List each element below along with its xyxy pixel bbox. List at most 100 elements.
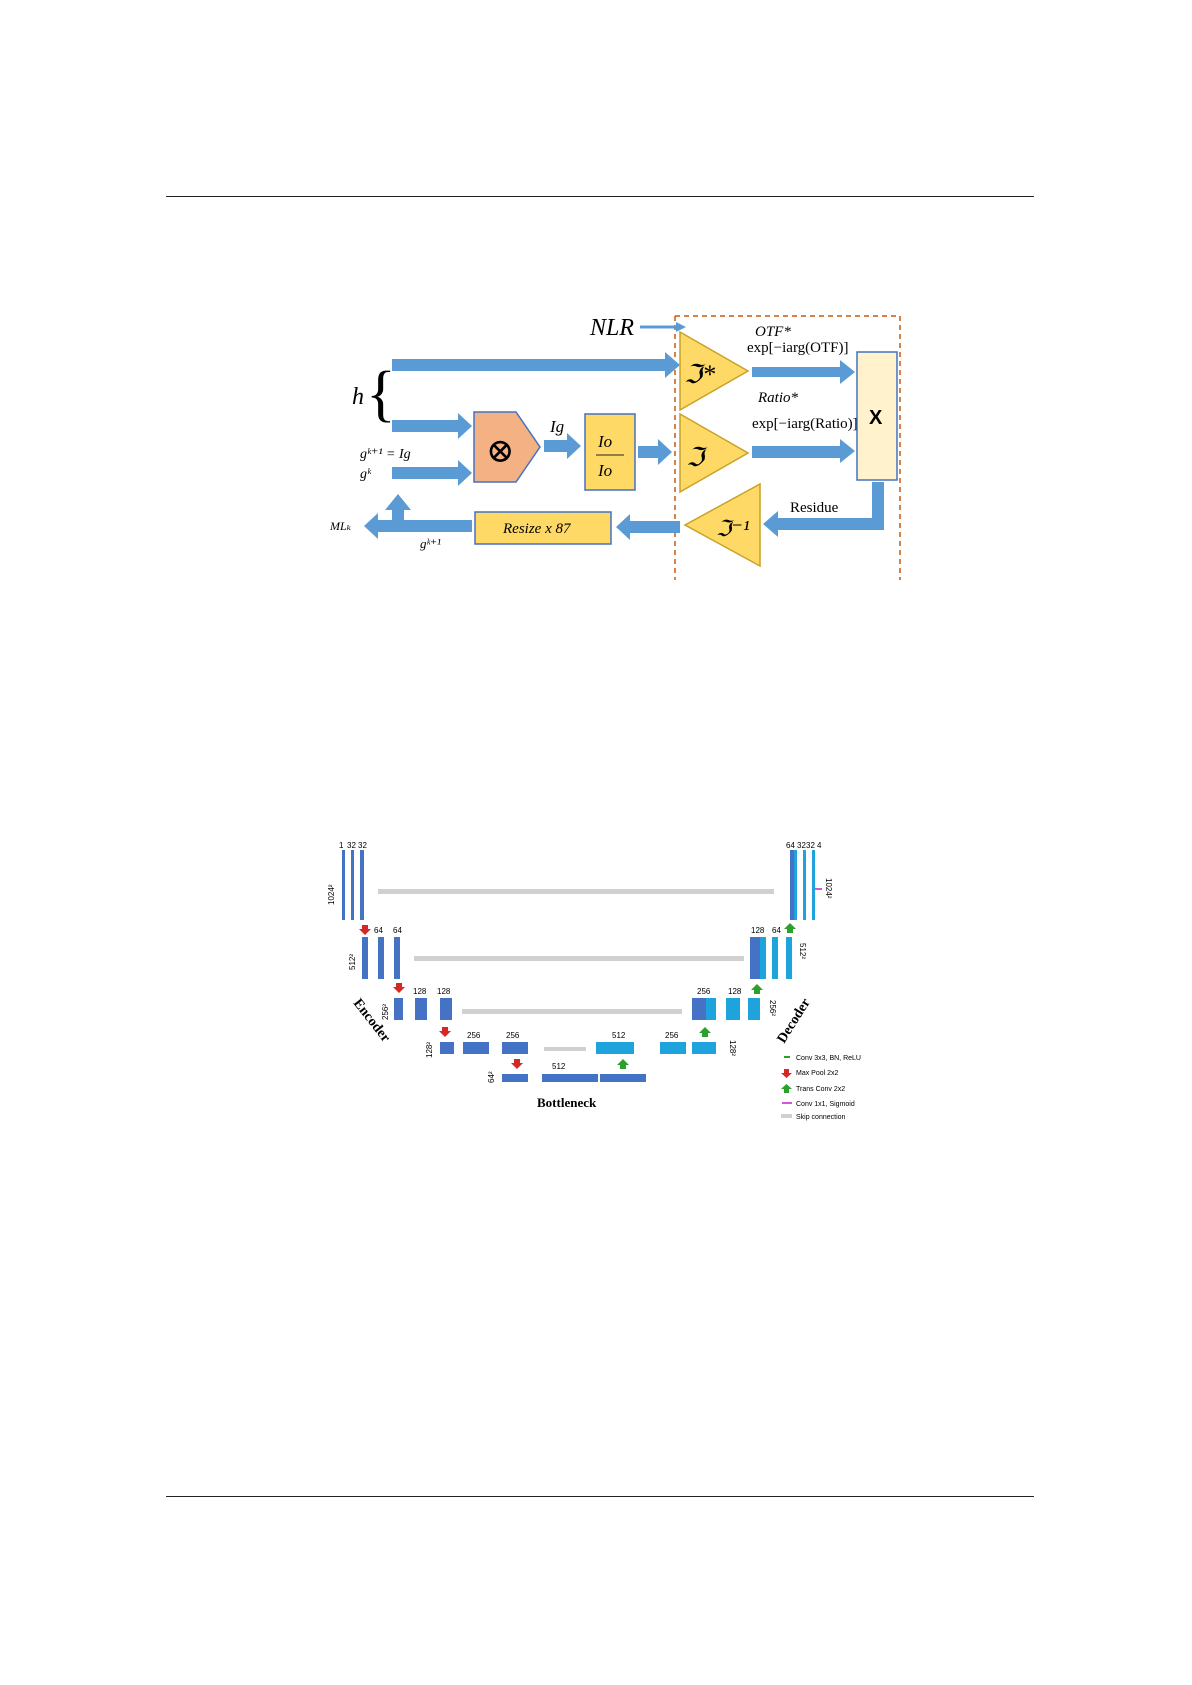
- dec1-ch-2: 32: [797, 841, 806, 850]
- enc2-ch-2: 64: [393, 926, 402, 935]
- bottleneck-label: Bottleneck: [537, 1095, 597, 1110]
- arrow-resize-to-output: [364, 513, 472, 539]
- dec1-ch-4: 4: [817, 841, 822, 850]
- enc3-block-3: [440, 998, 452, 1020]
- enc1-ch-1: 1: [339, 841, 344, 850]
- enc4-block-1: [440, 1042, 454, 1054]
- arrow-f-to-x: [752, 439, 855, 463]
- enc2-ch-1: 64: [374, 926, 383, 935]
- enc4-ch-2: 256: [506, 1031, 520, 1040]
- enc-maxpool-2: [393, 983, 405, 993]
- size-l5-left: 64²: [487, 1071, 496, 1083]
- enc4-block-2: [463, 1042, 489, 1054]
- enc2-block-3: [394, 937, 400, 979]
- brace-icon: {: [366, 360, 396, 428]
- enc4-block-3: [502, 1042, 528, 1054]
- legend-transconv-icon: [781, 1084, 792, 1093]
- dec2-block-2: [772, 937, 778, 979]
- multiply-symbol: ⊗: [486, 433, 515, 470]
- enc1-block-3: [360, 850, 364, 920]
- arrow-to-mult-top: [392, 413, 472, 439]
- legend-transconv-label: Trans Conv 2x2: [796, 1086, 845, 1093]
- ratio-box: [584, 413, 636, 491]
- f-star-block: [679, 330, 750, 412]
- size-l4-right: 128²: [728, 1040, 737, 1056]
- size-l2-left: 512²: [348, 954, 357, 970]
- arrow-feedback-up: [385, 494, 411, 520]
- dec2-block-1: [750, 937, 760, 979]
- footer-rule: [166, 1496, 1034, 1497]
- gk-label: gᵏ: [360, 467, 372, 482]
- dec3-block-1b: [706, 998, 716, 1020]
- ig-label: Ig: [549, 417, 564, 436]
- dec-transconv-4: [784, 923, 796, 933]
- dec2-block-1b: [760, 937, 766, 979]
- nlr-label: NLR: [589, 315, 634, 341]
- bott-block-2: [542, 1074, 598, 1082]
- arrow-fstar-to-x: [752, 360, 855, 384]
- bott-block-1: [502, 1074, 528, 1082]
- enc1-block-2: [351, 850, 354, 920]
- dec1-ch-1: 64: [786, 841, 795, 850]
- bott-block-3: [600, 1074, 646, 1082]
- size-l3-right: 256²: [768, 1000, 777, 1016]
- enc-maxpool-1: [359, 925, 371, 935]
- ratio-den: Io: [597, 461, 612, 480]
- arrow-x-to-finv: [763, 482, 884, 537]
- f-label: ℑ: [686, 443, 708, 472]
- dec4-block-2: [660, 1042, 686, 1054]
- arrow-finv-to-resize: [616, 514, 680, 540]
- dec1-ch-3: 32: [806, 841, 815, 850]
- encoder-label: Encoder: [350, 996, 393, 1045]
- enc-maxpool-4: [511, 1059, 523, 1069]
- dec2-block-3: [786, 937, 792, 979]
- exp-ratio-label: exp[−iarg(Ratio)]: [752, 416, 858, 432]
- skip-connection-1: [378, 889, 774, 894]
- enc3-ch-1: 128: [413, 987, 427, 996]
- resize-label: Resize x 87: [502, 521, 572, 537]
- size-l3-left: 256²: [381, 1004, 390, 1020]
- bott-ch: 512: [552, 1062, 566, 1071]
- header-rule: [166, 196, 1034, 197]
- residue-label: Residue: [790, 500, 839, 516]
- legend-maxpool-label: Max Pool 2x2: [796, 1070, 839, 1077]
- h-label: h: [352, 384, 364, 410]
- dec1-block-1: [790, 850, 794, 920]
- enc2-block-1: [362, 937, 368, 979]
- k-label: gᵏ⁺¹ = Ig: [360, 447, 411, 462]
- dec4-ch-2: 256: [665, 1031, 679, 1040]
- enc1-ch-2: 32: [347, 841, 356, 850]
- f-inverse-label: ℑ⁻¹: [716, 516, 750, 541]
- enc3-block-2: [415, 998, 427, 1020]
- gk1-label: gᵏ⁺¹: [420, 536, 441, 551]
- dec3-block-1: [692, 998, 706, 1020]
- dec2-ch-1: 128: [751, 926, 765, 935]
- enc1-block-1: [342, 850, 345, 920]
- skip-connection-4: [544, 1047, 586, 1051]
- f-star-label: ℑ*: [684, 360, 715, 389]
- exp-otf-label: exp[−iarg(OTF)]: [747, 340, 848, 356]
- ratio-star-label: Ratio*: [757, 390, 798, 406]
- dec3-ch-2: 128: [728, 987, 742, 996]
- x-label: X: [869, 407, 883, 429]
- enc4-ch-1: 256: [467, 1031, 481, 1040]
- legend-sigmoid-label: Conv 1x1, Sigmoid: [796, 1101, 855, 1108]
- ml-label: MLₖ: [329, 519, 352, 533]
- dec3-block-3: [748, 998, 760, 1020]
- ratio-num: Io: [597, 432, 612, 451]
- arrow-mult-to-ratio: [544, 433, 581, 459]
- dashed-frame: [674, 315, 901, 580]
- dec-transconv-2: [699, 1027, 711, 1037]
- dec3-block-2: [726, 998, 740, 1020]
- dec3-ch-1: 256: [697, 987, 711, 996]
- dec1-block-1b: [794, 850, 797, 920]
- dec4-block-3: [692, 1042, 716, 1054]
- decoder-label: Decoder: [775, 996, 814, 1046]
- enc3-block-1: [394, 998, 403, 1020]
- dec2-ch-2: 64: [772, 926, 781, 935]
- legend-skip-icon: [781, 1114, 792, 1118]
- size-l4-left: 128²: [425, 1042, 434, 1058]
- size-l1-right: 1024²: [824, 878, 833, 899]
- dec4-block-1: [596, 1042, 634, 1054]
- legend: Conv 3x3, BN, ReLU Max Pool 2x2 Trans Co…: [781, 1055, 861, 1121]
